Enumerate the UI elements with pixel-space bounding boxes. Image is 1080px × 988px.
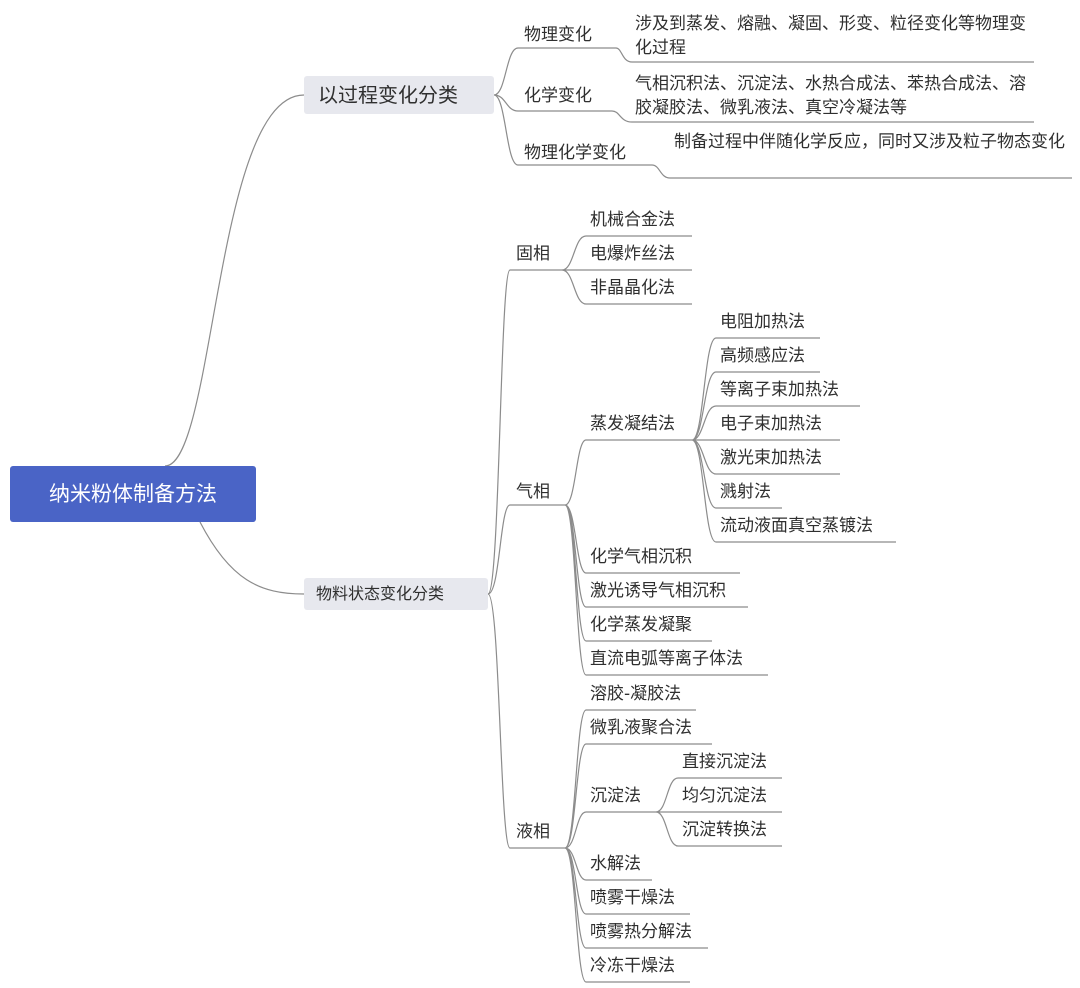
node-evap-item[interactable]: 流动液面真空蒸镀法: [720, 516, 873, 536]
node-gas-item[interactable]: 直流电弧等离子体法: [590, 649, 743, 669]
node-precipitation[interactable]: 沉淀法: [590, 786, 641, 806]
node-gas-phase[interactable]: 气相: [516, 482, 550, 502]
node-gas-item[interactable]: 激光诱导气相沉积: [590, 581, 726, 601]
node-evap-item[interactable]: 激光束加热法: [720, 448, 822, 468]
node-precip-item[interactable]: 沉淀转换法: [682, 820, 767, 840]
node-state-classification[interactable]: 物料状态变化分类: [304, 578, 488, 610]
node-solid-item[interactable]: 电爆炸丝法: [590, 244, 675, 264]
node-gas-item[interactable]: 化学气相沉积: [590, 547, 692, 567]
node-gas-item[interactable]: 化学蒸发凝聚: [590, 615, 692, 635]
node-liquid-item[interactable]: 微乳液聚合法: [590, 718, 692, 738]
node-evap-item[interactable]: 溅射法: [720, 482, 771, 502]
node-liquid-item[interactable]: 喷雾热分解法: [590, 922, 692, 942]
node-solid-phase[interactable]: 固相: [516, 244, 550, 264]
node-liquid-item[interactable]: 溶胶-凝胶法: [590, 684, 682, 704]
node-evaporation-condensation[interactable]: 蒸发凝结法: [590, 414, 675, 434]
node-process-classification[interactable]: 以过程变化分类: [304, 76, 494, 114]
node-physical-change[interactable]: 物理变化: [524, 25, 592, 45]
node-precip-item[interactable]: 直接沉淀法: [682, 752, 767, 772]
link-root-state: [199, 521, 305, 595]
node-physchem-change[interactable]: 物理化学变化: [524, 143, 626, 163]
link-root-process: [164, 94, 305, 467]
node-liquid-phase[interactable]: 液相: [516, 822, 550, 842]
link-process-children: [493, 47, 519, 166]
node-precip-item[interactable]: 均匀沉淀法: [682, 786, 767, 806]
node-chemical-change-desc[interactable]: 气相沉积法、沉淀法、水热合成法、苯热合成法、溶胶凝胶法、微乳液法、真空冷凝法等: [635, 74, 1026, 118]
node-solid-item[interactable]: 机械合金法: [590, 210, 675, 230]
node-solid-item[interactable]: 非晶晶化法: [590, 278, 675, 298]
node-physchem-change-desc[interactable]: 制备过程中伴随化学反应，同时又涉及粒子物态变化: [674, 132, 1065, 152]
root-node[interactable]: 纳米粉体制备方法: [10, 466, 256, 522]
node-evap-item[interactable]: 电子束加热法: [720, 414, 822, 434]
node-chemical-change[interactable]: 化学变化: [524, 86, 592, 106]
node-evap-item[interactable]: 高频感应法: [720, 346, 805, 366]
node-evap-item[interactable]: 电阻加热法: [720, 312, 805, 332]
node-liquid-item[interactable]: 喷雾干燥法: [590, 888, 675, 908]
node-liquid-item[interactable]: 水解法: [590, 854, 641, 874]
node-physical-change-desc[interactable]: 涉及到蒸发、熔融、凝固、形变、粒径变化等物理变化过程: [635, 14, 1026, 58]
node-liquid-item[interactable]: 冷冻干燥法: [590, 956, 675, 976]
node-evap-item[interactable]: 等离子束加热法: [720, 380, 839, 400]
